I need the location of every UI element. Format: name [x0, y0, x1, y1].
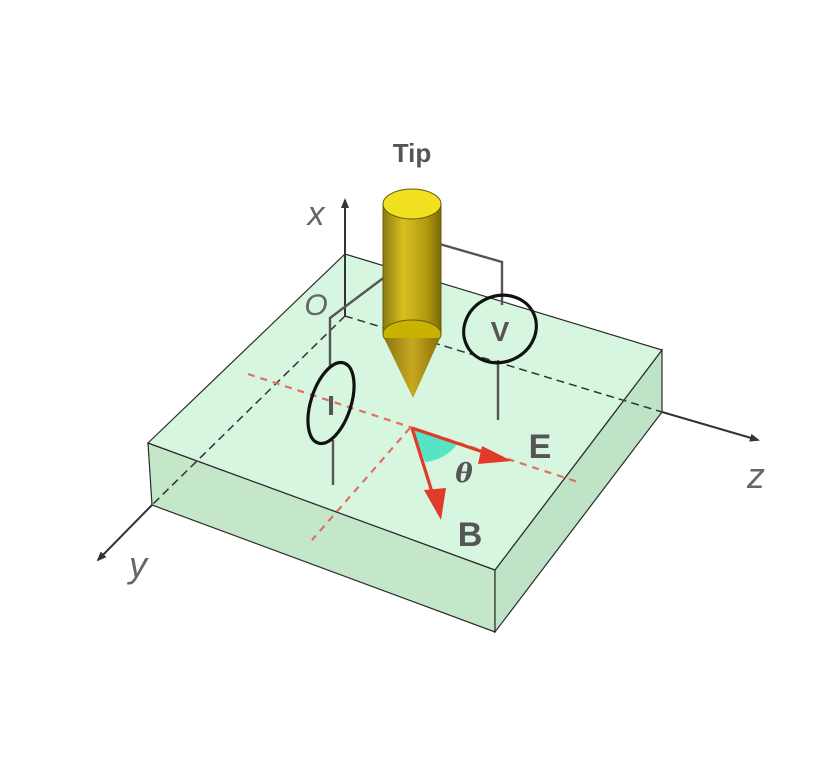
angle-label: θ [455, 459, 473, 489]
b-vector-shaft [410, 427, 434, 493]
current-wire [328, 269, 395, 368]
e-vector-shaft [411, 426, 493, 457]
e-vector-head [478, 446, 512, 464]
b-vector-head [424, 488, 446, 520]
voltmeter-wire [435, 241, 504, 305]
y-axis-label: y [126, 544, 149, 585]
slab-top-face [146, 253, 663, 571]
x-axis-label: x [306, 195, 326, 233]
origin-label: O [304, 289, 327, 322]
tip-top-face [382, 188, 442, 220]
b-field-label: B [458, 516, 483, 554]
tip-label: Tip [393, 138, 432, 168]
voltmeter-label: V [491, 316, 510, 347]
tip-cone [384, 338, 440, 398]
angle-wedge [412, 428, 458, 462]
tip-body [383, 204, 441, 334]
current-source-symbol [306, 360, 356, 446]
current-label: I [327, 390, 335, 421]
e-field-label: E [529, 428, 552, 466]
z-axis [661, 411, 760, 442]
slab-hidden-edge-y [151, 315, 346, 506]
y-axis [96, 504, 153, 562]
z-axis-label: z [746, 455, 765, 496]
voltmeter-symbol [462, 293, 538, 365]
